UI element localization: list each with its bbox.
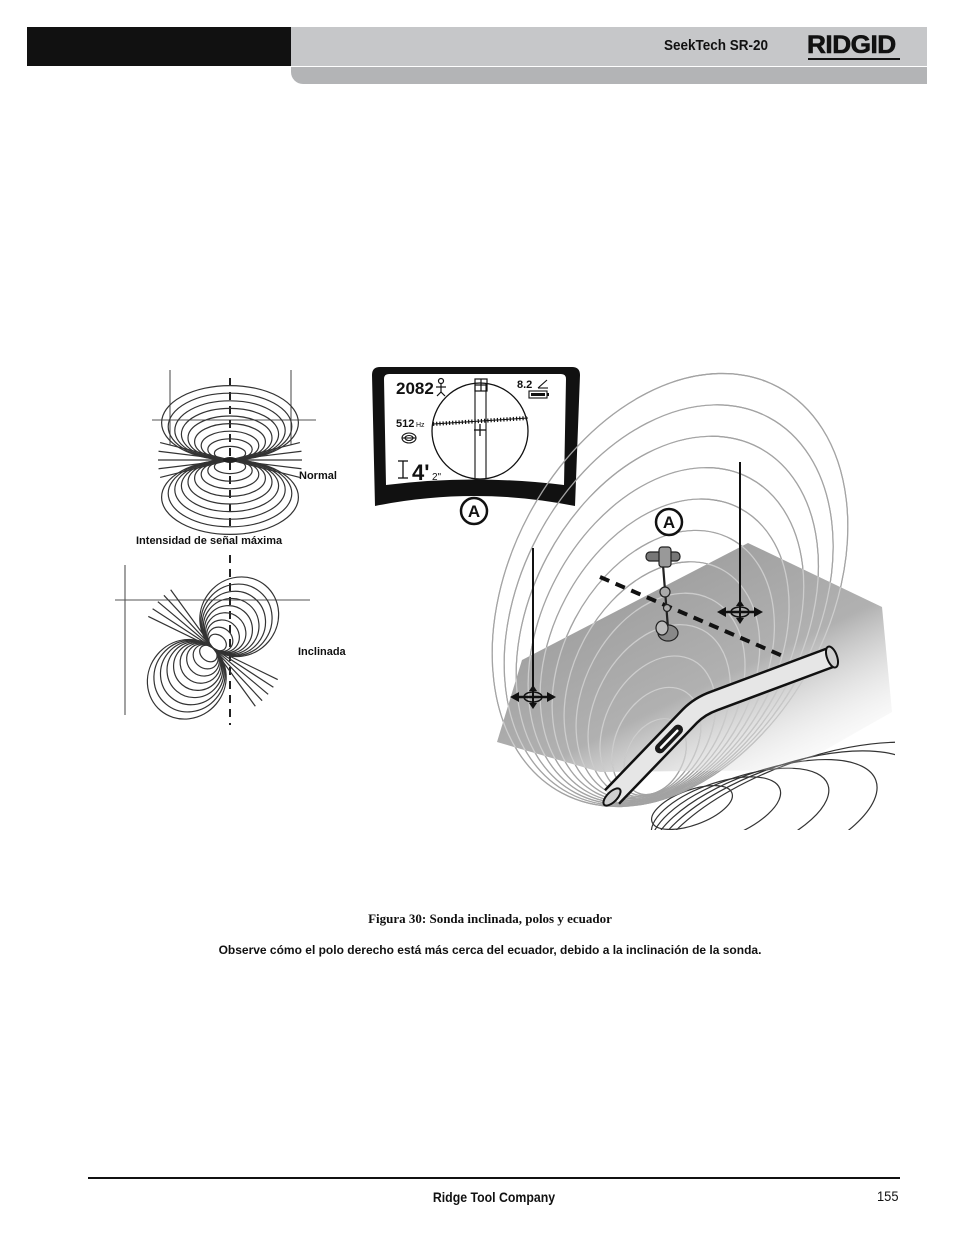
battery-icon [528, 390, 549, 399]
locator-device [645, 546, 681, 642]
move-arrows-icon [717, 600, 763, 624]
header-strip [291, 67, 927, 84]
angle-icon [537, 379, 548, 389]
page-number: 155 [877, 1188, 899, 1204]
field-line [201, 590, 267, 656]
field-line [650, 767, 830, 830]
sonde-in-pipe [654, 724, 684, 754]
tilted-field-diagram [146, 576, 280, 720]
tilted-field-axes [115, 555, 310, 725]
label-tilted: Inclinada [298, 646, 347, 658]
footer-rule [88, 1177, 900, 1179]
ground-plane [497, 543, 892, 772]
depth-icon [398, 460, 408, 479]
compass-circle [431, 382, 529, 480]
display-angle: 8.2 [517, 379, 532, 391]
callout-a-display: A [459, 496, 489, 526]
callout-a-display-label: A [468, 502, 480, 521]
label-normal: Normal [299, 470, 337, 482]
field-line [170, 589, 256, 707]
move-arrows-icon [510, 685, 556, 709]
field-line [202, 597, 260, 655]
field-line [166, 641, 224, 699]
logo-underline [808, 58, 900, 60]
field-line [153, 639, 226, 713]
field-line [551, 529, 776, 802]
callout-a-locator: A [654, 507, 684, 537]
field-line [563, 561, 761, 801]
display-frequency-unit: Hz [416, 422, 425, 429]
pipe [602, 645, 840, 807]
normal-sonde [223, 457, 237, 463]
display-depth-inches: 2" [432, 472, 442, 483]
figure-note: Observe cómo el polo derecho está más ce… [218, 943, 762, 957]
header-black-bar [27, 27, 291, 66]
field-line [527, 466, 805, 804]
label-max-signal: Intensidad de señal máxima [136, 535, 283, 547]
tripod-icon [436, 377, 446, 397]
sonde-icon [401, 432, 417, 444]
normal-field-axes [152, 370, 316, 530]
field-line [200, 583, 273, 657]
locator-display: 2082 8.2 [372, 367, 580, 506]
product-title: SeekTech SR-20 [664, 37, 769, 54]
ridgid-logo: RIDGID [807, 31, 901, 61]
figure-illustration: Normal Intensidad de señal máxima Inclin… [115, 367, 895, 830]
display-depth-feet: 4' [412, 460, 429, 485]
display-frequency: 512 [396, 418, 414, 430]
footer-company: Ridge Tool Company [432, 1189, 556, 1205]
display-signal-strength: 2082 [396, 379, 434, 398]
logo-text: RIDGID [807, 31, 897, 60]
callout-a-locator-label: A [663, 513, 675, 532]
field-line [650, 758, 878, 830]
figure-caption: Figura 30: Sonda inclinada, polos y ecua… [368, 911, 612, 926]
field-line [159, 640, 225, 706]
